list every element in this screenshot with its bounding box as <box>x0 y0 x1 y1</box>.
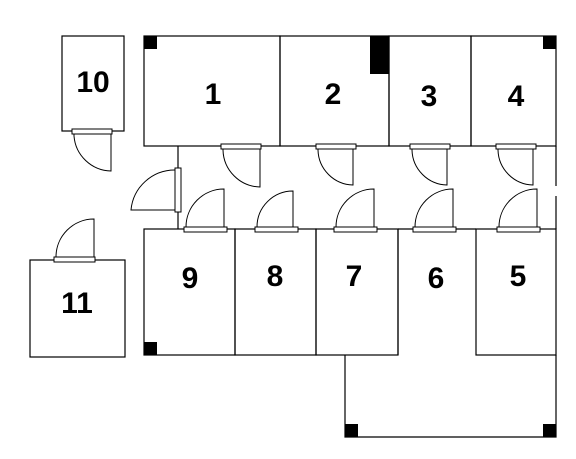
room-5-door[interactable] <box>496 188 541 233</box>
room-4[interactable]: 4 <box>470 35 557 147</box>
structural-columns <box>144 36 556 437</box>
room-9-door[interactable] <box>183 188 228 233</box>
door-frame <box>495 143 537 150</box>
room-1-door[interactable] <box>220 143 262 188</box>
room-4-door[interactable] <box>495 143 537 186</box>
room-5[interactable]: 5 <box>475 228 557 356</box>
door-swing <box>130 169 176 211</box>
room-7-door[interactable] <box>333 188 378 233</box>
room-9-label: 9 <box>182 262 199 295</box>
lower-hall <box>344 355 557 438</box>
room-10[interactable]: 10 <box>61 35 125 132</box>
door-swing <box>411 149 448 186</box>
door-frame <box>412 226 457 233</box>
door-frame <box>53 256 96 263</box>
room-2-door[interactable] <box>315 143 357 186</box>
room-6-label: 6 <box>428 262 445 295</box>
room-7[interactable]: 7 <box>315 228 399 356</box>
door-swing <box>317 149 354 186</box>
room-6[interactable]: 6 <box>397 228 476 355</box>
column <box>543 36 556 49</box>
column <box>543 424 556 437</box>
room-8-door[interactable] <box>254 190 299 233</box>
room-1-label: 1 <box>205 78 222 111</box>
column <box>345 424 358 437</box>
room-4-label: 4 <box>508 80 525 113</box>
door-frame <box>496 226 541 233</box>
lower-hall-walls <box>344 355 557 438</box>
room-3-door[interactable] <box>409 143 451 186</box>
door-frame <box>315 143 357 150</box>
door-swing <box>55 218 95 258</box>
room-9[interactable]: 9 <box>143 228 236 356</box>
room-7-label: 7 <box>346 260 363 293</box>
door-frame <box>220 143 262 150</box>
room-5-label: 5 <box>510 260 527 293</box>
door-frame <box>333 226 378 233</box>
column <box>144 36 157 49</box>
door-swing <box>498 188 538 228</box>
door-swing <box>222 149 261 188</box>
door-frame <box>183 226 228 233</box>
room-8-label: 8 <box>267 260 284 293</box>
door-frame <box>71 128 113 135</box>
door-swing <box>414 188 454 228</box>
room-3[interactable]: 3 <box>388 35 472 147</box>
door-swing <box>73 134 112 172</box>
door-frame <box>254 226 299 233</box>
entrance-door[interactable] <box>130 167 182 213</box>
room-10-label: 10 <box>76 66 109 99</box>
door-swing <box>335 188 375 228</box>
door-swing <box>185 188 225 228</box>
corridor <box>177 146 557 229</box>
room-11-label: 11 <box>61 287 93 320</box>
room-2-label: 2 <box>325 78 342 111</box>
door-swing <box>256 190 294 228</box>
room-1[interactable]: 1 <box>143 35 281 147</box>
door-swing <box>497 149 534 186</box>
room-3-label: 3 <box>421 80 438 113</box>
column <box>370 36 389 74</box>
room-8[interactable]: 8 <box>234 228 317 356</box>
room-11[interactable]: 11 <box>29 259 126 358</box>
door-frame <box>174 167 182 213</box>
door-frame <box>409 143 451 150</box>
room-10-door[interactable] <box>71 128 113 172</box>
room-11-door[interactable] <box>53 218 96 263</box>
room-6-door[interactable] <box>412 188 457 233</box>
column <box>144 342 157 355</box>
